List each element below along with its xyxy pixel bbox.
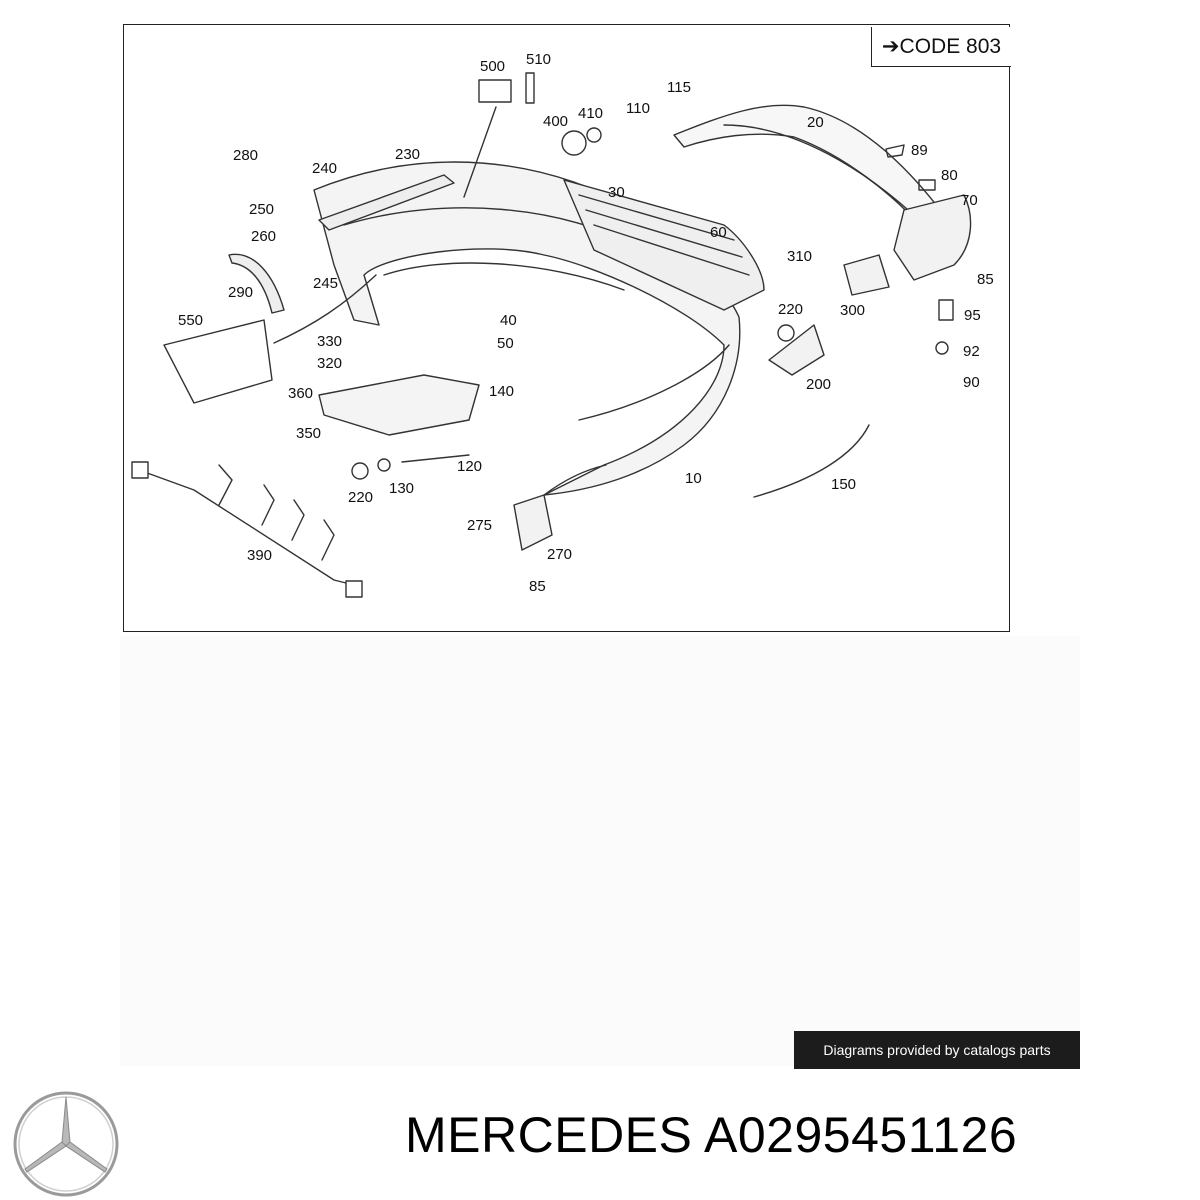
callout-240: 240 [312, 160, 338, 177]
rod-120 [401, 454, 470, 463]
sensor-holder-400 [561, 130, 587, 156]
callout-275: 275 [467, 517, 493, 534]
seal-410 [586, 127, 602, 143]
callout-300: 300 [840, 302, 866, 319]
callout-95: 95 [964, 307, 981, 324]
callout-350: 350 [296, 425, 322, 442]
reflector-200 [768, 324, 825, 376]
callout-140: 140 [489, 383, 515, 400]
parts-diagram: ➔CODE 803 500 510 115 400 410 110 20 280… [123, 24, 1011, 632]
callout-220-left: 220 [348, 489, 374, 506]
callout-150: 150 [831, 476, 857, 493]
callout-330: 330 [317, 333, 343, 350]
strip-230 [318, 174, 455, 231]
callout-260: 260 [251, 228, 277, 245]
sensor-500 [478, 79, 512, 103]
callout-130: 130 [389, 480, 415, 497]
nut-220b [351, 462, 369, 480]
callout-220-right: 220 [778, 301, 804, 318]
callout-410: 410 [578, 105, 604, 122]
callout-30: 30 [608, 184, 625, 201]
callout-550: 550 [178, 312, 204, 329]
callout-320: 320 [317, 355, 343, 372]
callout-89: 89 [911, 142, 928, 159]
callout-85-bottom: 85 [529, 578, 546, 595]
callout-290: 290 [228, 284, 254, 301]
harness-390 [131, 461, 363, 598]
clip-80 [918, 179, 936, 191]
emblem-89 [885, 144, 905, 158]
clip-95 [938, 299, 954, 321]
image-backdrop [120, 636, 1080, 1066]
bracket-270 [513, 494, 553, 551]
callout-20: 20 [807, 114, 824, 131]
arrow-right-icon: ➔ [881, 35, 900, 58]
callout-50: 50 [497, 335, 514, 352]
callout-92: 92 [963, 343, 980, 360]
nut-220a [777, 324, 795, 342]
diffuser-70 [893, 194, 972, 281]
callout-60: 60 [710, 224, 727, 241]
callout-230: 230 [395, 146, 421, 163]
callout-280: 280 [233, 147, 259, 164]
arch-trim-290 [228, 253, 285, 314]
bracket-350 [318, 374, 480, 436]
callout-400: 400 [543, 113, 569, 130]
callout-270: 270 [547, 546, 573, 563]
callout-390: 390 [247, 547, 273, 564]
callout-110: 110 [626, 100, 650, 117]
part-number-title: MERCEDES A0295451126 [405, 1107, 1018, 1163]
callout-250: 250 [249, 201, 275, 218]
callout-10: 10 [685, 470, 702, 487]
parts-drawing [131, 72, 972, 598]
panel-550 [163, 319, 273, 404]
callout-510: 510 [526, 51, 552, 68]
callout-500: 500 [480, 58, 506, 75]
callout-90: 90 [963, 374, 980, 391]
callout-70: 70 [961, 192, 978, 209]
variant-code-box: ➔CODE 803 [871, 27, 1011, 67]
mercedes-star-logo [13, 1091, 119, 1197]
callout-120: 120 [457, 458, 483, 475]
callout-200: 200 [806, 376, 832, 393]
washer-130 [377, 458, 391, 472]
callout-310: 310 [787, 248, 813, 265]
callout-80: 80 [941, 167, 958, 184]
callout-40: 40 [500, 312, 517, 329]
strip-150 [753, 424, 870, 498]
diagram-credit-banner: Diagrams provided by catalogs parts [794, 1031, 1080, 1069]
lamp-300 [843, 254, 890, 296]
callout-115: 115 [667, 79, 691, 96]
washer-92 [935, 341, 949, 355]
code-label: CODE 803 [899, 34, 1002, 58]
clip-510 [525, 72, 535, 104]
callout-85-right: 85 [977, 271, 994, 288]
reinforcement-30 [563, 179, 765, 311]
callout-360: 360 [288, 385, 314, 402]
callout-245: 245 [313, 275, 339, 292]
